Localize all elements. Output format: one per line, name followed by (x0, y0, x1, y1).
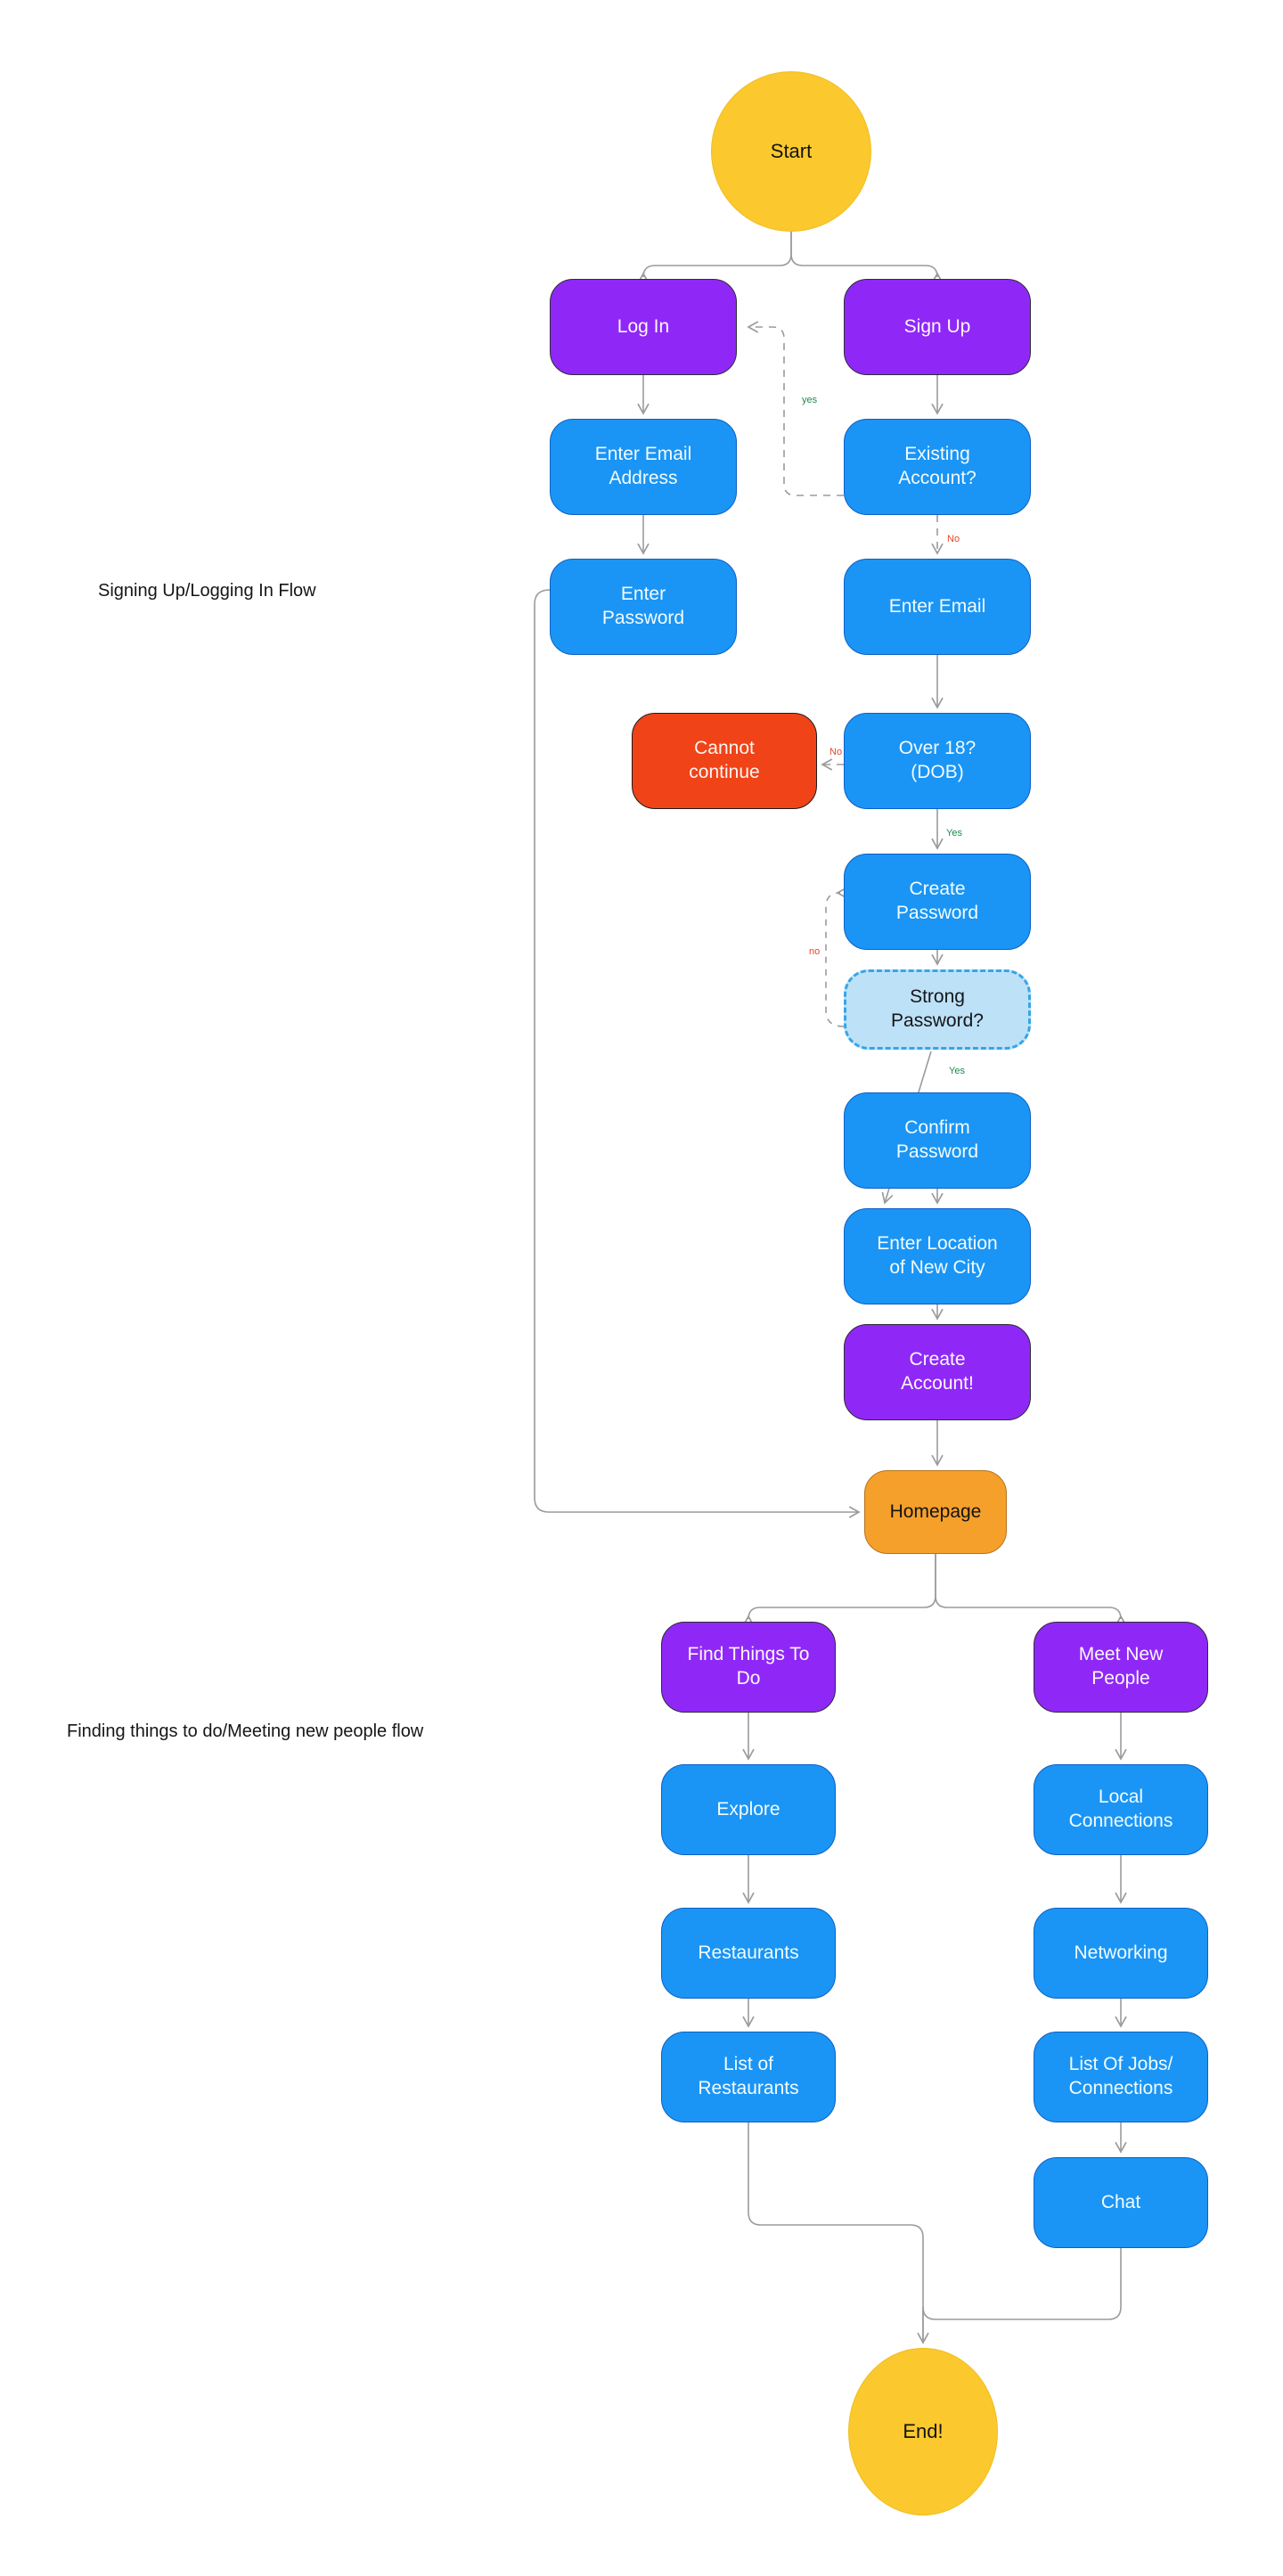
node-end[interactable]: End! (848, 2348, 998, 2515)
edge-start-login (637, 232, 792, 284)
node-label-homepage: Homepage (889, 1501, 982, 1522)
node-over-18[interactable]: Over 18?(DOB) (844, 713, 1031, 809)
edge-chat-end (922, 2248, 1122, 2343)
node-label-chat: Chat (1100, 2191, 1141, 2212)
edge-label-no-over18: No (829, 747, 842, 757)
edge-label-yes-strongpassword: Yes (949, 1066, 965, 1076)
edge-start-signup (790, 232, 944, 284)
node-label-end: End! (903, 2419, 944, 2442)
node-label-over-18: Over 18?(DOB) (898, 738, 977, 782)
flow-section-label-sec-finding: Finding things to do/Meeting new people … (67, 1721, 424, 1741)
node-label-login: Log In (617, 315, 670, 337)
node-label-enter-email: Enter Email (888, 595, 986, 617)
node-start[interactable]: Start (711, 71, 871, 232)
node-chat[interactable]: Chat (1034, 2157, 1208, 2248)
node-homepage[interactable]: Homepage (864, 1470, 1007, 1554)
node-networking[interactable]: Networking (1034, 1908, 1208, 1999)
node-label-restaurants: Restaurants (698, 1942, 799, 1963)
node-label-signup: Sign Up (903, 315, 971, 337)
node-restaurants[interactable]: Restaurants (661, 1908, 836, 1999)
node-list-jobs[interactable]: List Of Jobs/Connections (1034, 2032, 1208, 2122)
edge-label-yes-over18: Yes (946, 828, 962, 838)
edge-label-no-existing: No (947, 534, 960, 544)
edge-listrestaurants-end (748, 2122, 929, 2344)
edge-homepage-findthings (742, 1554, 936, 1627)
edge-label-no-strongpassword: no (809, 946, 820, 957)
node-explore[interactable]: Explore (661, 1764, 836, 1855)
node-label-networking: Networking (1074, 1942, 1168, 1963)
edge-label-yes-existing: yes (802, 395, 818, 405)
node-label-explore: Explore (716, 1798, 780, 1820)
node-signup[interactable]: Sign Up (844, 279, 1031, 375)
edge-strongpassword-createpassword (825, 887, 848, 1027)
edge-enterpassword-homepage (534, 589, 861, 1518)
flow-section-label-sec-signup: Signing Up/Logging In Flow (98, 581, 316, 601)
node-label-list-jobs: List Of Jobs/Connections (1068, 2054, 1173, 2098)
edge-existingaccount-login (747, 321, 844, 496)
node-login[interactable]: Log In (550, 279, 737, 375)
node-enter-email[interactable]: Enter Email (844, 559, 1031, 655)
node-label-start: Start (770, 139, 813, 162)
edge-homepage-meetpeople (935, 1554, 1127, 1627)
